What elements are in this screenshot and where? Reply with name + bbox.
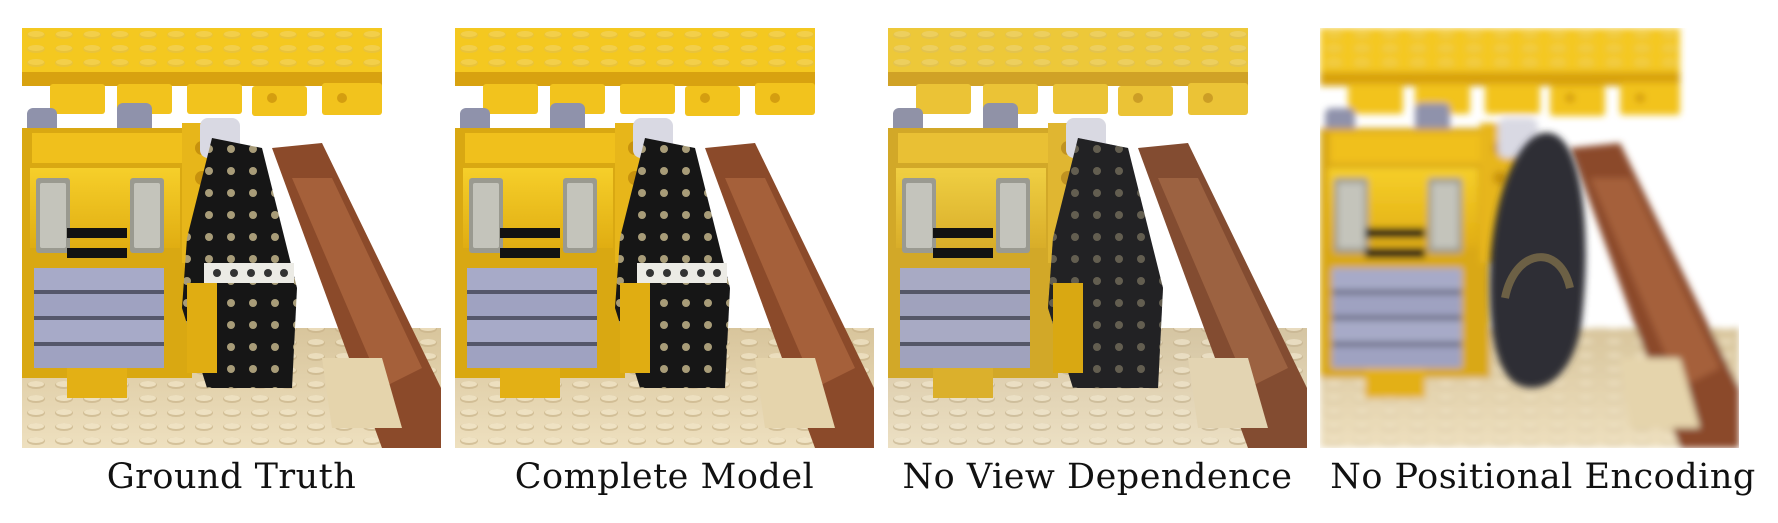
panel-no-view-dependence [888, 28, 1307, 448]
lego-render-ground-truth [22, 28, 441, 448]
panel-no-positional-encoding [1320, 28, 1739, 448]
lego-render-complete-model [455, 28, 874, 448]
panel-ground-truth [22, 28, 441, 448]
panel-complete-model [455, 28, 874, 448]
caption-no-view-dependence: No View Dependence [902, 457, 1293, 497]
caption-no-positional-encoding: No Positional Encoding [1330, 457, 1756, 497]
caption-ground-truth: Ground Truth [106, 457, 357, 497]
caption-complete-model: Complete Model [514, 457, 815, 497]
lego-render-no-view-dependence [888, 28, 1307, 448]
lego-render-no-positional-encoding [1320, 28, 1739, 448]
